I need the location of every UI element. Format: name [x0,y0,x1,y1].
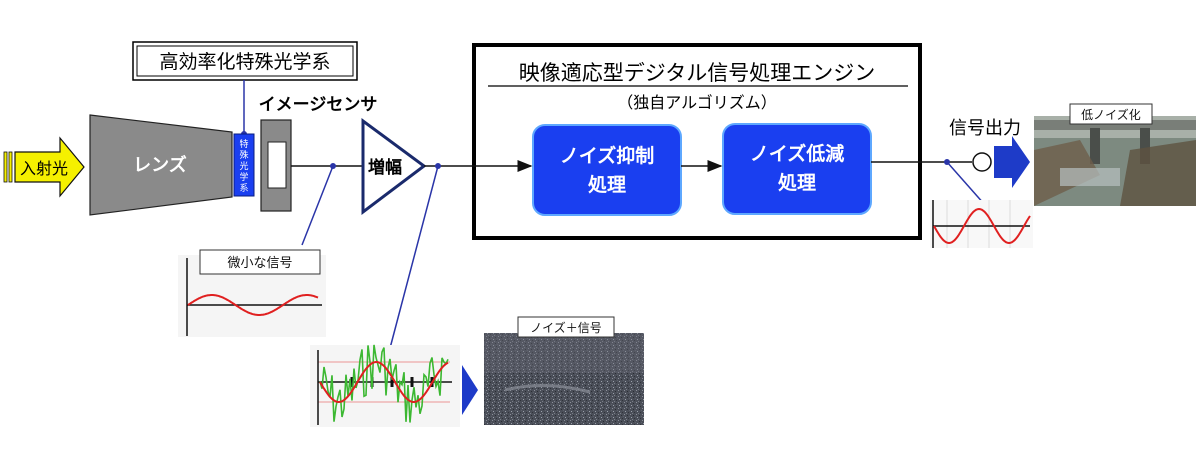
noise-suppression-block [532,124,682,216]
optics-char-1: 特 [239,138,248,150]
special-optics-title-text: 高効率化特殊光学系 [159,51,330,73]
noise-waveform [319,344,449,423]
incident-light-arrow: 入射光 [3,136,85,198]
optics-char-2: 殊 [239,149,248,161]
image-sensor [260,119,292,212]
noisy-signal-wave [319,361,449,403]
output-signal-wave [933,207,1031,245]
optics-char-4: 学 [239,171,248,183]
engine-subtitle: （独自アルゴリズム） [617,93,777,112]
noise-reduction-line2: 処理 [778,171,816,194]
noise-suppression-line1: ノイズ抑制 [560,144,654,167]
optics-char-3: 光 [239,160,248,172]
output-terminal [972,152,992,172]
low-noise-caption: 低ノイズ化 [1081,107,1141,122]
signal-output-label: 信号出力 [949,118,1021,139]
noisy-signal-inset [310,344,460,427]
optics-element: 特 殊 光 学 系 [233,133,255,197]
lens-label: レンズ [133,154,187,176]
engine-title: 映像適応型デジタル信号処理エンジン [519,61,876,85]
image-sensor-label: イメージセンサ [259,95,378,115]
noise-reduction-line1: ノイズ低減 [750,142,844,165]
noisy-signal-leader [388,165,439,353]
noisy-image: ノイズ＋信号 [484,316,644,425]
low-noise-image: 低ノイズ化 [1034,103,1196,206]
output-signal-inset [930,200,1033,248]
noisy-to-image-arrow [462,365,478,415]
amplifier: 増幅 [361,118,427,216]
amplifier-label: 増幅 [368,157,402,178]
output-leader [946,161,986,206]
weak-signal-inset: 微小な信号 [178,249,326,337]
weak-signal-caption: 微小な信号 [227,256,292,271]
processing-engine: 映像適応型デジタル信号処理エンジン （独自アルゴリズム） ノイズ抑制 処理 ノイ… [472,43,922,240]
special-optics-title: 高効率化特殊光学系 [132,41,358,81]
weak-signal-wave [187,294,319,316]
weak-signal-leader [301,165,334,246]
output-arrow [994,136,1030,188]
incident-light-label: 入射光 [20,159,68,178]
noisy-image-caption: ノイズ＋信号 [530,320,602,335]
lens: レンズ [89,114,233,216]
noise-suppression-line2: 処理 [588,173,626,196]
optics-char-5: 系 [239,183,248,194]
noise-reduction-block [722,123,872,215]
